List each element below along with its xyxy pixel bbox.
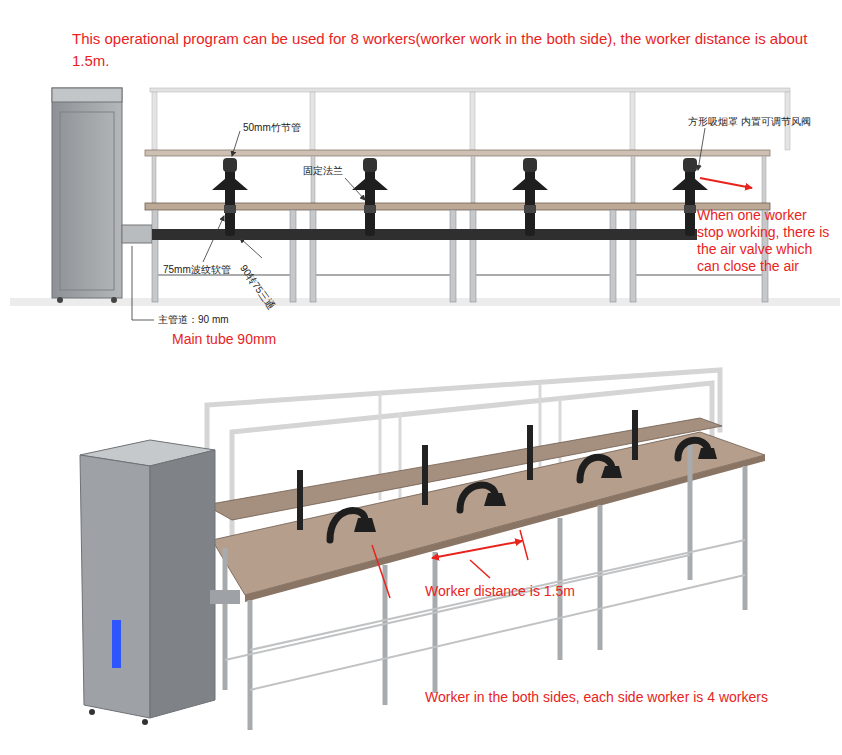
annotation-label: Worker distance is 1.5m	[425, 582, 615, 600]
annotation-label: Main tube 90mm	[172, 330, 302, 348]
annotation-label: 固定法兰	[303, 164, 363, 177]
annotation-label: 主管道：90 mm	[158, 313, 258, 326]
annotation-label: Worker in the both sides, each side work…	[425, 688, 835, 706]
annotation-label: 50mm竹节管	[243, 121, 323, 134]
annotation-label: 方形吸烟罩 内置可调节风阀	[688, 115, 838, 128]
annotation-label: When one worker stop working, there is t…	[697, 207, 837, 275]
title-text: This operational program can be used for…	[72, 28, 832, 72]
